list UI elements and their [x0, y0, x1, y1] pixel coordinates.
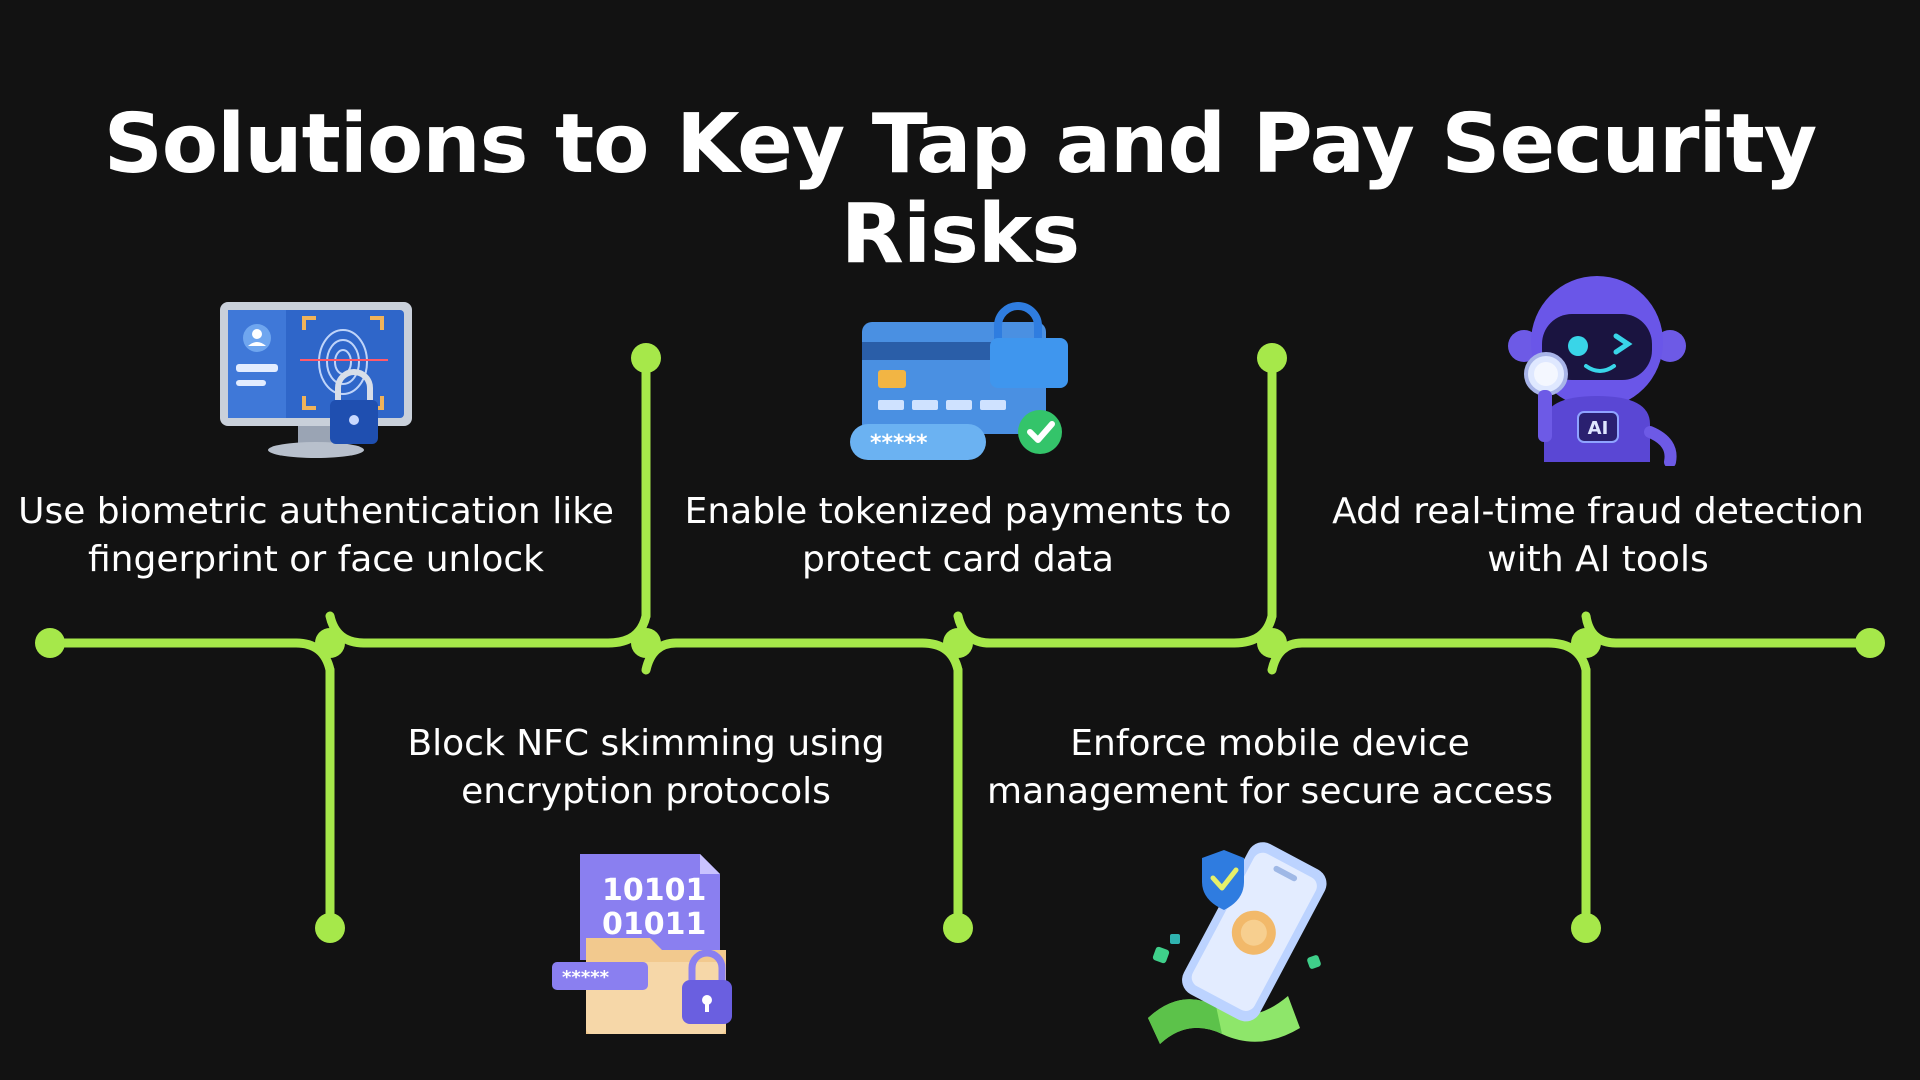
- step-4-line-2: management for secure access: [987, 771, 1553, 812]
- masked-pin: *****: [870, 431, 928, 456]
- step-5-text: Add real-time fraud detection with AI to…: [1288, 488, 1908, 584]
- ai-robot-icon: AI: [1508, 276, 1686, 466]
- masked-password: *****: [562, 967, 610, 988]
- step-1-line-2: fingerprint or face unlock: [87, 539, 544, 580]
- timeline-start-dot: [35, 628, 65, 658]
- locked-credit-card-icon: *****: [850, 302, 1068, 460]
- step-5-line-1: Add real-time fraud detection: [1332, 491, 1864, 532]
- step-1-line-1: Use biometric authentication like: [18, 491, 614, 532]
- secure-phone-icon: [1148, 842, 1327, 1044]
- timeline-end-dot: [1855, 628, 1885, 658]
- connector-end-dot: [1571, 913, 1601, 943]
- step-3-text: Enable tokenized payments to protect car…: [648, 488, 1268, 584]
- step-3-line-1: Enable tokenized payments to: [684, 491, 1232, 532]
- ai-badge-label: AI: [1588, 418, 1609, 439]
- node-dot: [1257, 628, 1287, 658]
- node-dot: [315, 628, 345, 658]
- step-4-text: Enforce mobile device management for sec…: [960, 720, 1580, 816]
- step-5-line-2: with AI tools: [1487, 539, 1709, 580]
- biometric-monitor-icon: [220, 302, 412, 458]
- step-2-text: Block NFC skimming using encryption prot…: [336, 720, 956, 816]
- connector-end-dot: [631, 343, 661, 373]
- step-1-text: Use biometric authentication like finger…: [6, 488, 626, 584]
- connector-end-dot: [943, 913, 973, 943]
- connector-end-dot: [1257, 343, 1287, 373]
- page-title: Solutions to Key Tap and Pay Security Ri…: [103, 97, 1818, 283]
- encrypted-folder-icon: 10101 01011 *****: [552, 854, 732, 1034]
- connector-end-dot: [315, 913, 345, 943]
- node-dot: [943, 628, 973, 658]
- step-2-line-1: Block NFC skimming using: [407, 723, 885, 764]
- binary-line-2: 01011: [602, 907, 706, 942]
- node-dot: [631, 628, 661, 658]
- step-4-line-1: Enforce mobile device: [1070, 723, 1470, 764]
- step-2-line-2: encryption protocols: [461, 771, 831, 812]
- step-3-line-2: protect card data: [802, 539, 1114, 580]
- node-dot: [1571, 628, 1601, 658]
- binary-line-1: 10101: [602, 873, 706, 908]
